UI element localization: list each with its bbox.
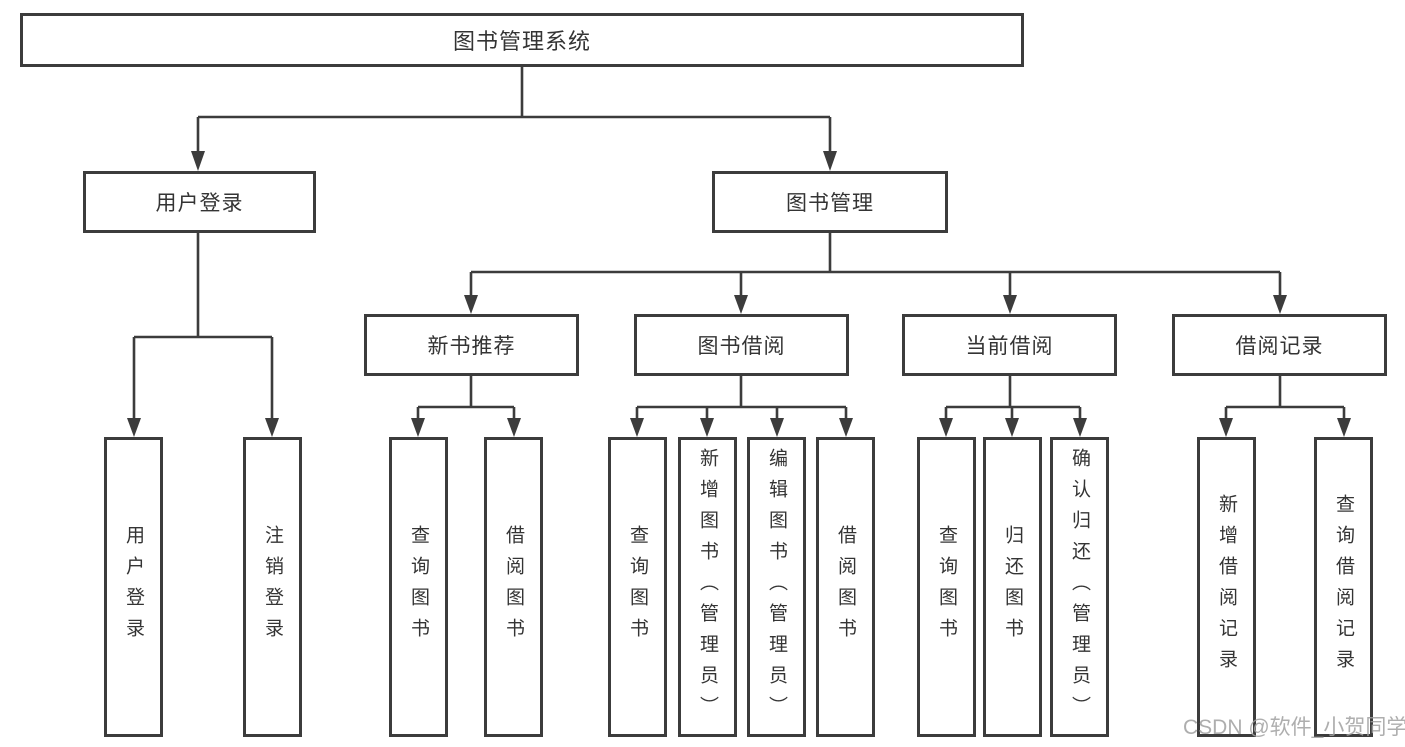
node-current-borrow: 当前借阅: [902, 314, 1117, 376]
leaf-borrow-add-books-admin-label: 新增图书（管理员）: [697, 447, 718, 727]
csdn-watermark: CSDN @软件_小贺同学: [1183, 716, 1405, 739]
leaf-borrow-borrow-books: 借阅图书: [816, 437, 875, 737]
arrowhead: [1273, 295, 1287, 314]
leaf-borrow-borrow-books-label: 借阅图书: [835, 525, 856, 649]
leaf-recommend-query-books: 查询图书: [389, 437, 448, 737]
arrowhead: [265, 418, 279, 437]
leaf-borrow-edit-books-admin-label: 编辑图书（管理员）: [766, 447, 787, 727]
leaf-user-login-label: 用户登录: [123, 525, 144, 649]
node-new-book-recommend: 新书推荐: [364, 314, 579, 376]
leaf-current-query-books-label: 查询图书: [936, 525, 957, 649]
arrowhead: [770, 418, 784, 437]
arrowhead: [1219, 418, 1233, 437]
node-root-label: 图书管理系统: [452, 29, 591, 54]
arrowhead: [700, 418, 714, 437]
node-user-login-label: 用户登录: [155, 192, 244, 215]
leaf-record-query-borrow-record: 查询借阅记录: [1314, 437, 1373, 737]
arrowhead: [839, 418, 853, 437]
node-book-borrow-label: 图书借阅: [697, 335, 786, 358]
node-new-book-recommend-label: 新书推荐: [427, 335, 516, 358]
node-book-management: 图书管理: [712, 171, 948, 233]
arrowhead: [1003, 295, 1017, 314]
leaf-current-return-books-label: 归还图书: [1002, 525, 1023, 649]
arrowhead: [939, 418, 953, 437]
arrowhead: [507, 418, 521, 437]
leaf-current-confirm-return-admin-label: 确认归还（管理员）: [1069, 447, 1090, 727]
arrowhead: [411, 418, 425, 437]
arrowhead: [1337, 418, 1351, 437]
node-root: 图书管理系统: [20, 13, 1024, 67]
leaf-current-return-books: 归还图书: [983, 437, 1042, 737]
leaf-recommend-borrow-books-label: 借阅图书: [503, 525, 524, 649]
leaf-logout-label: 注销登录: [262, 525, 283, 649]
arrowhead: [630, 418, 644, 437]
leaf-recommend-borrow-books: 借阅图书: [484, 437, 543, 737]
arrowhead: [464, 295, 478, 314]
arrowhead: [823, 151, 837, 171]
leaf-borrow-add-books-admin: 新增图书（管理员）: [678, 437, 737, 737]
leaf-record-add-borrow-record: 新增借阅记录: [1197, 437, 1256, 737]
node-book-borrow: 图书借阅: [634, 314, 849, 376]
arrowhead: [1073, 418, 1087, 437]
leaf-current-query-books: 查询图书: [917, 437, 976, 737]
node-user-login: 用户登录: [83, 171, 316, 233]
arrowhead: [734, 295, 748, 314]
leaf-record-add-borrow-record-label: 新增借阅记录: [1216, 494, 1237, 680]
arrowhead: [1005, 418, 1019, 437]
leaf-borrow-edit-books-admin: 编辑图书（管理员）: [747, 437, 806, 737]
leaf-current-confirm-return-admin: 确认归还（管理员）: [1050, 437, 1109, 737]
leaf-logout: 注销登录: [243, 437, 302, 737]
node-borrow-record: 借阅记录: [1172, 314, 1387, 376]
node-current-borrow-label: 当前借阅: [965, 335, 1054, 358]
leaf-user-login: 用户登录: [104, 437, 163, 737]
arrowhead: [191, 151, 205, 171]
node-book-management-label: 图书管理: [786, 192, 874, 215]
leaf-borrow-query-books-label: 查询图书: [627, 525, 648, 649]
leaf-recommend-query-books-label: 查询图书: [408, 525, 429, 649]
node-borrow-record-label: 借阅记录: [1235, 335, 1324, 358]
leaf-borrow-query-books: 查询图书: [608, 437, 667, 737]
leaf-record-query-borrow-record-label: 查询借阅记录: [1333, 494, 1354, 680]
arrowhead: [127, 418, 141, 437]
